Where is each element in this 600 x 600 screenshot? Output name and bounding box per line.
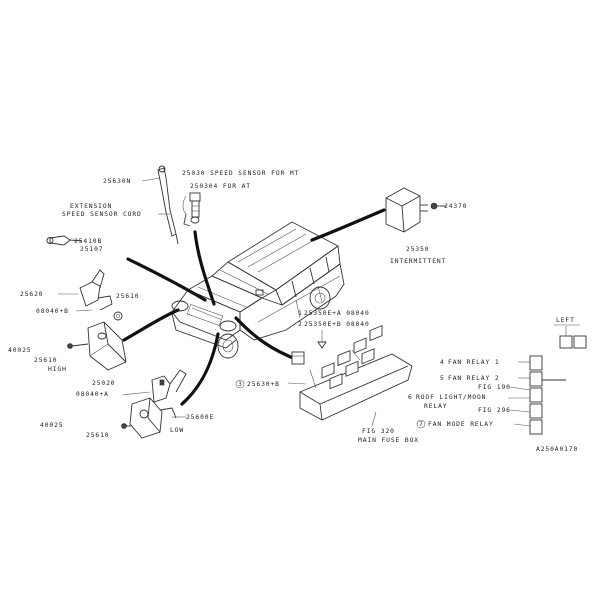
horn-high-label-1: 40025 bbox=[8, 347, 31, 354]
horn-low-label-6: 25600E bbox=[186, 414, 214, 421]
horn-low-label-3: 40025 bbox=[40, 422, 63, 429]
horn-high-label-3: HIGH bbox=[48, 366, 67, 373]
horn-upper-group: 25620 25610 08040+B bbox=[20, 269, 139, 321]
ext-cord-label-1: EXTENSION bbox=[70, 203, 112, 210]
extension-cord-group: EXTENSION SPEED SENSOR CORD bbox=[62, 203, 170, 218]
box-part-label-3: 25630+B bbox=[247, 381, 280, 388]
grommet-group: 25410B 25107 bbox=[46, 235, 103, 253]
fig-title-label: FIG 320 bbox=[362, 428, 395, 435]
callout-5: 5 bbox=[440, 375, 445, 382]
legend-item-5: RELAY bbox=[424, 403, 447, 410]
fig-sub-label: MAIN FUSE BOX bbox=[358, 437, 419, 444]
horn-low-label-2: 08040+A bbox=[76, 391, 109, 398]
horn-low-label-1: 25020 bbox=[92, 380, 115, 387]
reference-code: A250A0170 bbox=[536, 446, 578, 453]
box-part-label-2: 25350E+B 08040 bbox=[304, 321, 370, 328]
part-25630n: 25630N bbox=[103, 165, 179, 245]
intermittent-relay-group: 24370 25350 INTERMITTENT bbox=[385, 187, 467, 265]
speed-sensor-group: 25030 SPEED SENSOR FOR MT 250304 FOR AT bbox=[182, 170, 299, 227]
legend-title: LEFT bbox=[556, 317, 575, 324]
relay-legend-group: LEFT 4 FAN RELAY 1 5 FAN RELAY 2 FIG 190… bbox=[408, 317, 587, 435]
horn-upper-label-1: 25620 bbox=[20, 291, 43, 298]
horn-low-label-5: LOW bbox=[170, 427, 184, 434]
relay-name-label: INTERMITTENT bbox=[390, 258, 446, 265]
grommet-label-2: 25107 bbox=[80, 246, 103, 253]
legend-item-2: FAN RELAY 2 bbox=[448, 375, 500, 382]
box-part-label-1: 25350E+A 08040 bbox=[304, 310, 370, 317]
legend-item-3: FIG 190 bbox=[478, 384, 511, 391]
part-25630n-label: 25630N bbox=[103, 178, 131, 185]
callout-1: 1 bbox=[298, 310, 303, 317]
relay-code-label: 25350 bbox=[406, 246, 429, 253]
legend-item-1: FAN RELAY 1 bbox=[448, 359, 500, 366]
ext-cord-label-2: SPEED SENSOR CORD bbox=[62, 211, 142, 218]
fuse-box-group: 25350E+A 08040 25350E+B 08040 1 2 3 2563… bbox=[235, 310, 419, 444]
legend-item-7: FAN MODE RELAY bbox=[428, 421, 494, 428]
speed-sensor-label: 25030 SPEED SENSOR FOR MT bbox=[182, 170, 299, 177]
callout-7: 7 bbox=[419, 421, 424, 428]
horn-high-label-2: 25610 bbox=[34, 357, 57, 364]
horn-low-label-4: 25610 bbox=[86, 432, 109, 439]
leader-lines bbox=[122, 208, 386, 406]
callout-3: 3 bbox=[238, 381, 243, 388]
callout-4: 4 bbox=[440, 359, 445, 366]
legend-item-6: FIG 296 bbox=[478, 407, 511, 414]
grommet-label-1: 25410B bbox=[74, 238, 102, 245]
horn-low-group: 25020 08040+A 40025 25610 LOW 25600E bbox=[40, 369, 214, 439]
horn-high-group: 40025 25610 HIGH bbox=[8, 321, 127, 373]
screw-label: 24370 bbox=[444, 203, 467, 210]
legend-item-4: ROOF LIGHT/MOON bbox=[416, 394, 486, 401]
speed-sensor-sub-label: 250304 FOR AT bbox=[190, 183, 251, 190]
horn-upper-label-3: 08040+B bbox=[36, 308, 69, 315]
callout-2: 2 bbox=[298, 321, 303, 328]
callout-6: 6 bbox=[408, 394, 413, 401]
horn-upper-label-2: 25610 bbox=[116, 293, 139, 300]
